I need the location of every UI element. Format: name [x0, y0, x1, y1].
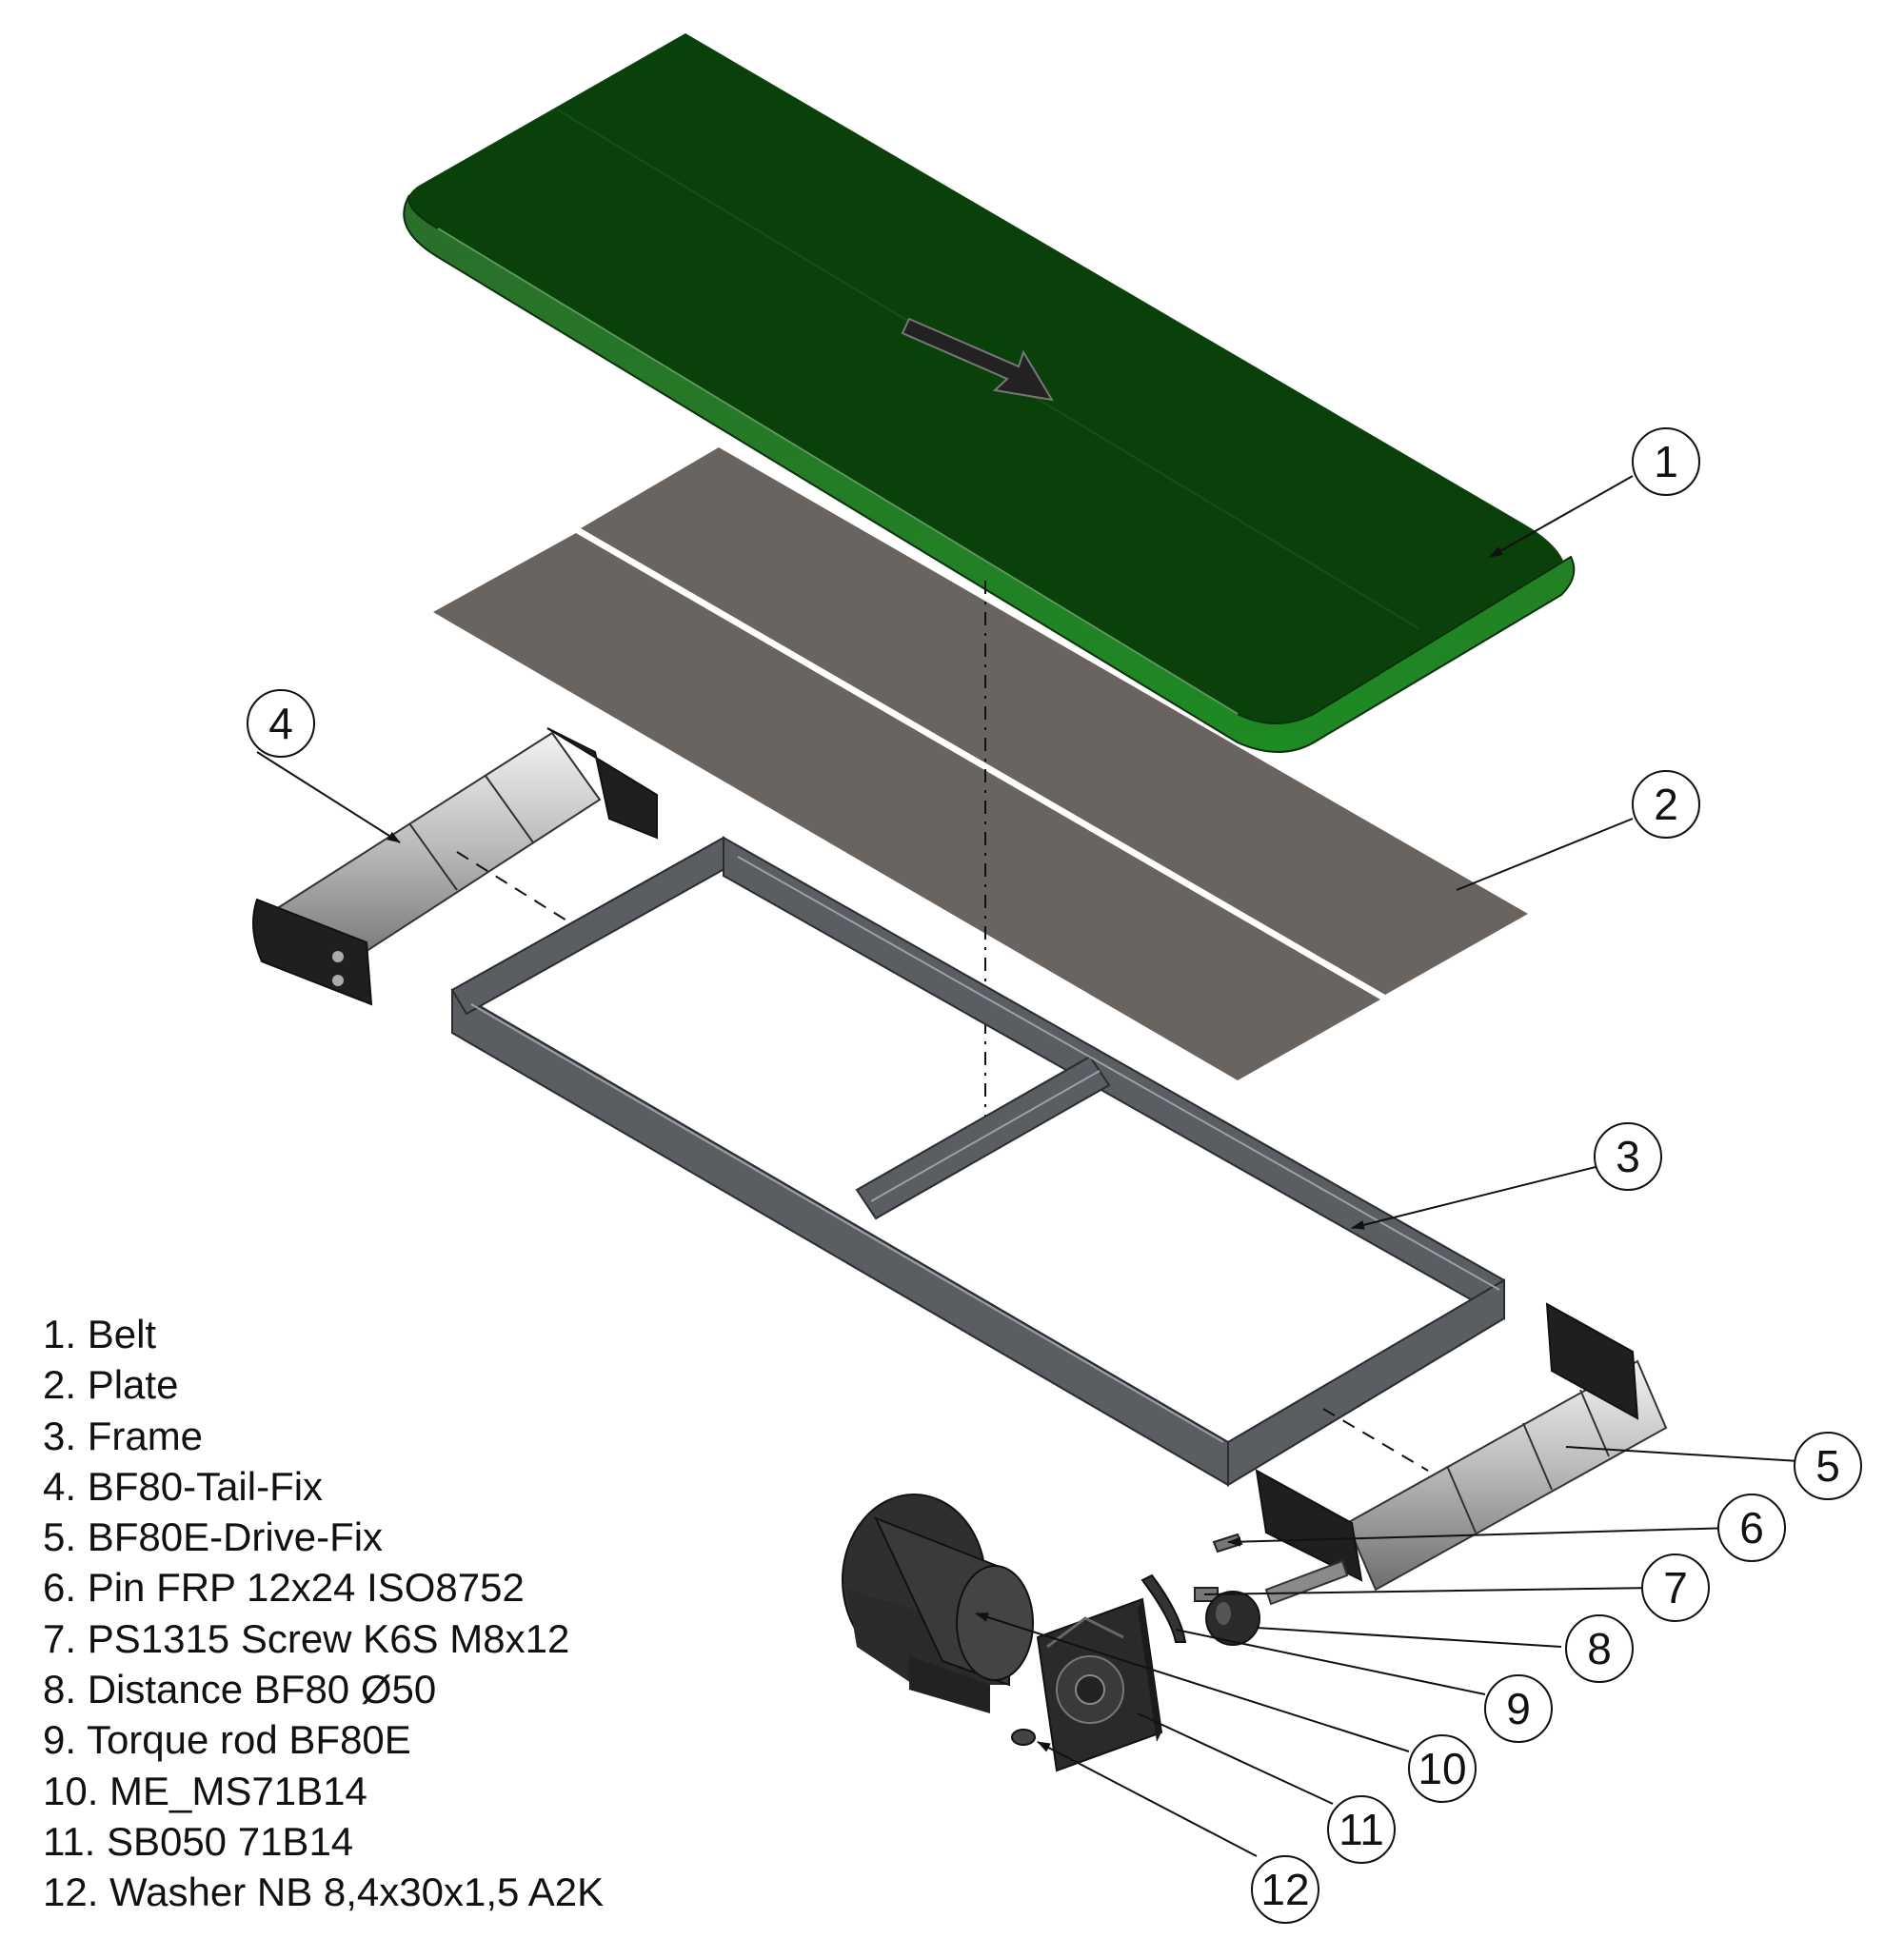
- svg-text:7: 7: [1663, 1563, 1688, 1613]
- legend-item: 3. Frame: [43, 1413, 204, 1458]
- callout-12: 12: [1251, 1855, 1319, 1924]
- svg-text:1: 1: [1654, 437, 1678, 486]
- svg-text:9: 9: [1506, 1684, 1531, 1733]
- svg-text:6: 6: [1739, 1503, 1764, 1553]
- belt-direction-arrow-icon: [901, 317, 1054, 402]
- svg-text:3: 3: [1616, 1132, 1640, 1181]
- callout-11: 11: [1327, 1795, 1396, 1864]
- svg-text:11: 11: [1339, 1805, 1384, 1854]
- callout-9: 9: [1484, 1674, 1553, 1743]
- gearbox-part: [1036, 1597, 1163, 1772]
- legend-item: 8. Distance BF80 Ø50: [43, 1667, 437, 1712]
- legend-item: 2. Plate: [43, 1362, 179, 1408]
- legend-item: 4. BF80-Tail-Fix: [43, 1463, 324, 1509]
- washer-part: [1011, 1729, 1036, 1746]
- callout-6: 6: [1717, 1494, 1786, 1562]
- torque-rod-part: [1140, 1573, 1187, 1643]
- pin-part: [1212, 1533, 1243, 1553]
- callout-8: 8: [1565, 1614, 1634, 1683]
- callout-5: 5: [1794, 1432, 1862, 1500]
- legend-item: 12. Washer NB 8,4x30x1,5 A2K: [43, 1870, 605, 1915]
- parts-legend: 1. Belt 2. Plate 3. Frame 4. BF80-Tail-F…: [43, 1309, 604, 1918]
- callout-1: 1: [1632, 427, 1700, 496]
- legend-item: 11. SB050 71B14: [43, 1818, 354, 1864]
- callout-4: 4: [247, 689, 315, 758]
- motor-part: [842, 1494, 1034, 1713]
- legend-item: 10. ME_MS71B14: [43, 1768, 367, 1813]
- legend-item: 7. PS1315 Screw K6S M8x12: [43, 1615, 570, 1661]
- callout-10: 10: [1408, 1734, 1477, 1803]
- svg-text:4: 4: [268, 699, 293, 748]
- legend-item: 6. Pin FRP 12x24 ISO8752: [43, 1565, 525, 1611]
- legend-item: 1. Belt: [43, 1312, 157, 1356]
- callout-7: 7: [1641, 1553, 1710, 1622]
- svg-text:8: 8: [1587, 1624, 1612, 1673]
- distance-ring-part: [1205, 1591, 1260, 1646]
- svg-text:10: 10: [1418, 1744, 1466, 1793]
- leader-lines: [256, 475, 1800, 1857]
- callout-2: 2: [1632, 770, 1700, 839]
- plate-part: [433, 447, 1528, 1080]
- svg-text:2: 2: [1654, 780, 1678, 829]
- legend-item: 5. BF80E-Drive-Fix: [43, 1514, 384, 1560]
- frame-part: [450, 836, 1505, 1487]
- drive-roller-part: [1255, 1302, 1668, 1606]
- svg-text:5: 5: [1815, 1441, 1840, 1491]
- belt-part: [403, 33, 1576, 753]
- tail-roller-part: [252, 727, 658, 1006]
- svg-text:12: 12: [1260, 1865, 1309, 1914]
- callout-3: 3: [1594, 1122, 1662, 1191]
- legend-item: 9. Torque rod BF80E: [43, 1717, 411, 1763]
